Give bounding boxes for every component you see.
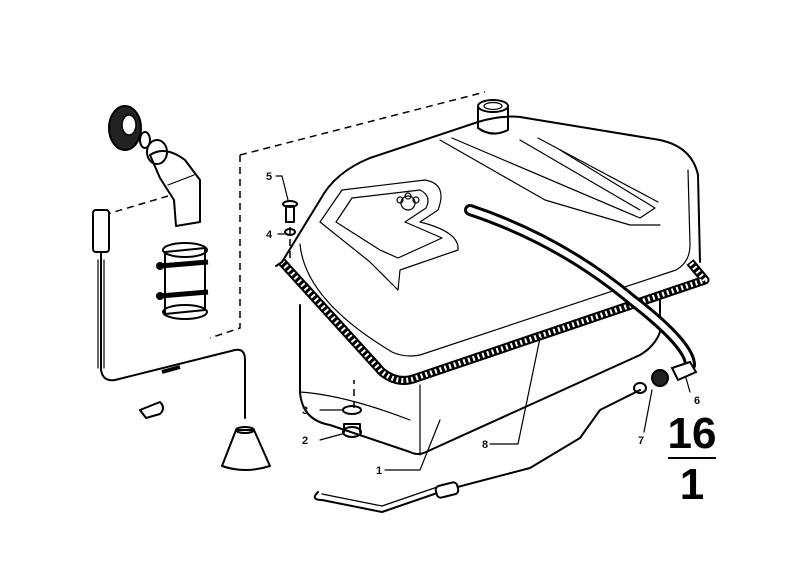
callout-7: 7 <box>638 435 644 447</box>
fasteners <box>282 200 362 438</box>
fuel-line <box>313 369 669 513</box>
callout-1: 1 <box>376 465 382 477</box>
filler-assembly <box>92 105 271 471</box>
reference-top: 16 <box>668 409 717 458</box>
reference-bottom: 1 <box>680 460 704 509</box>
callout-5: 5 <box>266 171 272 183</box>
callout-6: 6 <box>694 395 700 407</box>
callout-2: 2 <box>302 435 308 447</box>
group-reference: 16 1 <box>668 409 717 509</box>
callout-4: 4 <box>266 229 273 241</box>
leader-lines <box>275 175 691 471</box>
fuel-tank <box>275 99 710 456</box>
callout-8: 8 <box>482 439 488 451</box>
vent-hose <box>464 204 698 382</box>
callout-3: 3 <box>302 405 308 417</box>
